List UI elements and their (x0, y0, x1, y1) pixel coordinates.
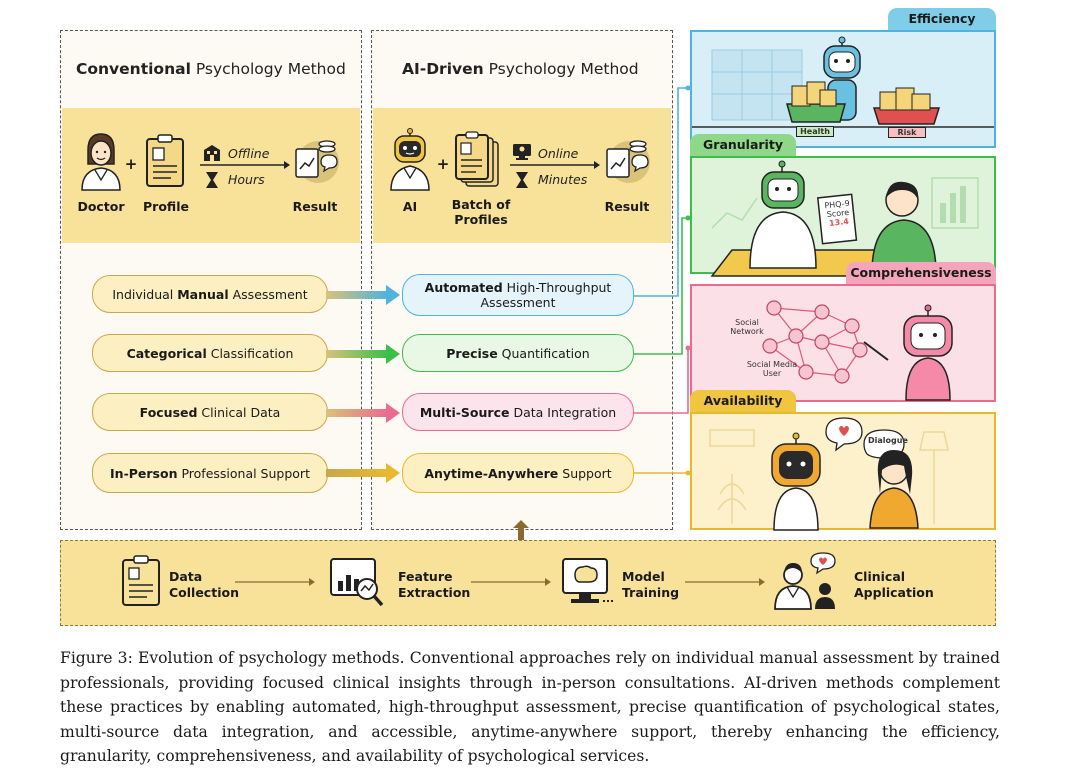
result-icon (295, 140, 339, 183)
computer-icon (513, 144, 531, 160)
model-training-icon (562, 558, 613, 603)
conventional-title: Conventional Psychology Method (76, 60, 346, 78)
hours-label: Hours (228, 172, 265, 187)
pipeline-arrow-3 (685, 578, 765, 586)
hourglass-icon (206, 172, 218, 188)
social-network-illustration (762, 300, 953, 401)
feature-extraction-icon (330, 558, 384, 607)
availability-illustration (709, 417, 949, 531)
pill-automated-assessment: Automated High-Throughput Assessment (402, 274, 634, 316)
availability-panel: Dialogue (690, 412, 996, 531)
figure-caption: Figure 3: Evolution of psychology method… (60, 649, 1000, 765)
pill-anytime-anywhere-support: Anytime-Anywhere Support (402, 453, 634, 493)
ai-label: AI (402, 199, 418, 214)
panel-connectors (634, 85, 691, 476)
conventional-result-label: Result (292, 199, 338, 214)
efficiency-panel: Health Risk (690, 30, 996, 148)
granularity-illustration (710, 160, 979, 277)
doctor-label: Doctor (77, 199, 125, 214)
pill-focused-clinical-data: Focused Clinical Data (92, 393, 328, 431)
granularity-tag: Granularity (690, 134, 796, 156)
ai-title: AI-Driven Psychology Method (402, 60, 639, 78)
data-collection-icon (122, 555, 160, 606)
comprehensiveness-tag: Comprehensiveness (846, 262, 996, 284)
batch-profiles-icon (455, 131, 499, 187)
batch-label: Batch of (451, 197, 511, 212)
building-icon (204, 145, 220, 161)
pill-manual-assessment: Individual Manual Assessment (92, 275, 328, 313)
profile-icon (146, 134, 184, 187)
offline-label: Offline (228, 146, 270, 161)
clinical-application-icon (774, 552, 836, 610)
doctor-icon (81, 133, 121, 191)
hourglass-icon-ai (516, 172, 528, 188)
risk-label: Risk (888, 127, 926, 138)
pipeline-up-arrow (513, 520, 529, 540)
plus-sign: + (124, 155, 138, 173)
pill-multi-source-integration: Multi-Source Data Integration (402, 393, 634, 431)
ai-robot-doctor-icon (390, 128, 430, 191)
online-label: Online (538, 146, 579, 161)
pill-precise-quantification: Precise Quantification (402, 334, 634, 372)
profile-label: Profile (143, 199, 189, 214)
pill-in-person-support: In-Person Professional Support (92, 453, 328, 493)
plus-sign-ai: + (436, 155, 450, 173)
arrow-right-icon-ai (510, 161, 600, 169)
result-icon-ai (606, 140, 650, 183)
availability-tag: Availability (690, 390, 796, 412)
health-label: Health (796, 126, 834, 137)
ai-result-label: Result (604, 199, 650, 214)
pipeline-arrow-2 (471, 578, 551, 586)
dialogue-label: Dialogue (868, 436, 908, 445)
arrow-right-icon (200, 161, 290, 169)
efficiency-illustration (692, 36, 994, 128)
transition-arrows (326, 285, 400, 483)
efficiency-tag: Efficiency (888, 8, 996, 30)
pipeline-arrow-1 (235, 578, 315, 586)
pill-categorical-classification: Categorical Classification (92, 334, 328, 372)
profiles-label: Profiles (454, 212, 508, 227)
minutes-label: Minutes (538, 172, 588, 187)
